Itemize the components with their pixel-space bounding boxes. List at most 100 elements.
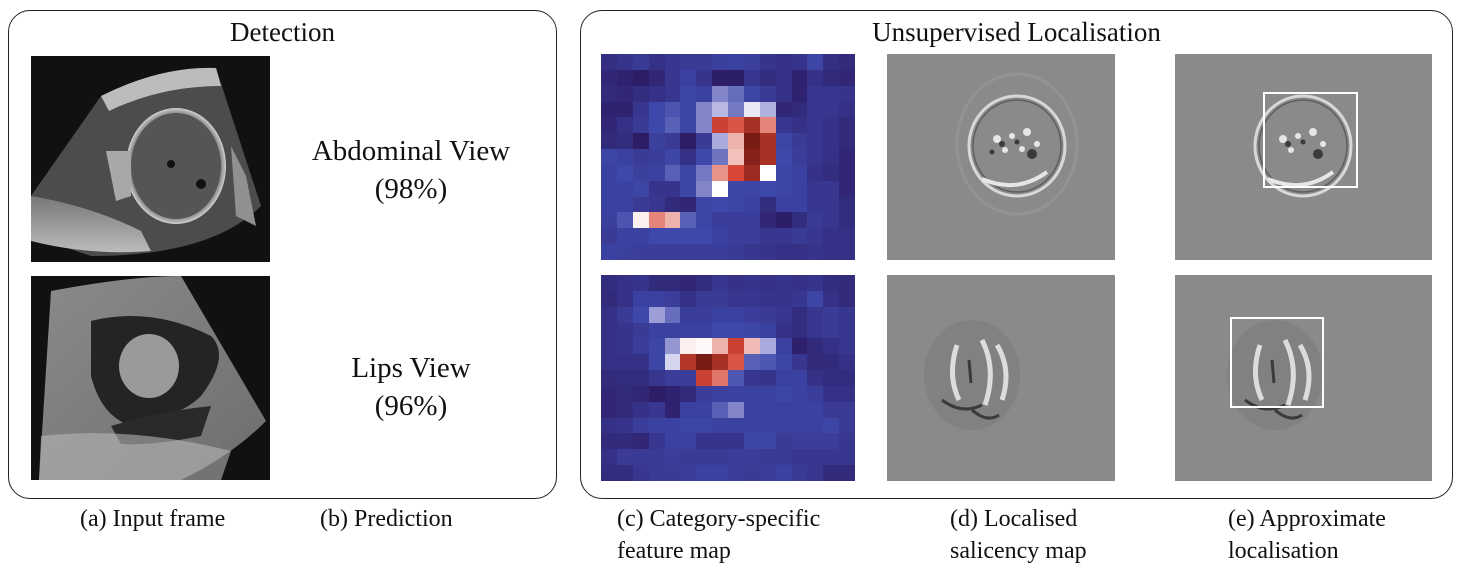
- heatmap-cell: [839, 69, 855, 86]
- heatmap-cell: [807, 244, 824, 260]
- heatmap-cell: [775, 212, 792, 229]
- heatmap-cell: [680, 370, 697, 386]
- heatmap-cell: [759, 196, 776, 213]
- heatmap-cell: [664, 354, 681, 371]
- heatmap-cell: [601, 228, 617, 245]
- heatmap-cell: [775, 275, 792, 291]
- heatmap-cell: [601, 385, 617, 402]
- heatmap-cell: [823, 228, 840, 245]
- heatmap-cell: [775, 322, 792, 339]
- heatmap-cell: [664, 180, 681, 197]
- heatmap-cell: [712, 322, 728, 339]
- heatmap-cell: [759, 290, 776, 307]
- heatmap-cell: [616, 433, 633, 450]
- heatmap-cell: [601, 322, 617, 339]
- heatmap-cell: [791, 149, 808, 165]
- heatmap-cell: [759, 417, 776, 434]
- heatmap-cell: [728, 149, 744, 165]
- heatmap-cell: [601, 417, 617, 434]
- heatmap-cell: [616, 465, 633, 481]
- heatmap-cell: [648, 101, 665, 118]
- heatmap-cell: [823, 117, 840, 134]
- heatmap-cell: [648, 449, 665, 466]
- heatmap-cell: [601, 69, 617, 86]
- heatmap-cell: [791, 290, 808, 307]
- heatmap-cell: [632, 164, 649, 181]
- heatmap-cell: [712, 401, 728, 418]
- heatmap-cell: [791, 85, 808, 102]
- heatmap-cell: [839, 449, 855, 466]
- heatmap-cell: [632, 196, 649, 213]
- heatmap-cell: [791, 54, 808, 70]
- heatmap-cell: [743, 180, 760, 197]
- heatmap-cell: [823, 449, 840, 466]
- heatmap-cell: [759, 54, 776, 70]
- heatmap-cell: [648, 164, 665, 181]
- heatmap-cell: [807, 465, 824, 481]
- heatmap-cell: [696, 196, 713, 213]
- heatmap-cell: [712, 354, 728, 371]
- heatmap-cell: [775, 164, 792, 181]
- heatmap-cell: [823, 133, 840, 150]
- heatmap-cell: [712, 290, 728, 307]
- heatmap-cell: [632, 149, 649, 165]
- heatmap-cell: [839, 133, 855, 150]
- heatmap-cell: [807, 370, 824, 386]
- caption-e: (e) Approximate localisation: [1228, 503, 1386, 567]
- heatmap-cell: [807, 401, 824, 418]
- heatmap-cell: [743, 244, 760, 260]
- heatmap-cell: [759, 85, 776, 102]
- heatmap-cell: [648, 244, 665, 260]
- caption-c-line1: (c) Category-specific: [617, 506, 821, 532]
- heatmap-cell: [775, 54, 792, 70]
- heatmap-cell: [632, 338, 649, 355]
- heatmap-cell: [632, 449, 649, 466]
- heatmap-cell: [601, 306, 617, 323]
- heatmap-cell: [616, 385, 633, 402]
- heatmap-cell: [791, 244, 808, 260]
- heatmap-cell: [696, 449, 713, 466]
- heatmap-cell: [728, 385, 744, 402]
- heatmap-cell: [775, 133, 792, 150]
- heatmap-cell: [839, 228, 855, 245]
- prediction-confidence: (96%): [374, 390, 448, 422]
- heatmap-cell: [696, 244, 713, 260]
- heatmap-cell: [712, 101, 728, 118]
- heatmap-cell: [791, 401, 808, 418]
- heatmap-cell: [648, 69, 665, 86]
- localisation-abdominal: [1175, 54, 1432, 260]
- heatmap-cell: [632, 69, 649, 86]
- heatmap-cell: [775, 149, 792, 165]
- heatmap-cell: [839, 306, 855, 323]
- heatmap-cell: [791, 354, 808, 371]
- heatmap-cell: [664, 54, 681, 70]
- heatmap-cell: [743, 385, 760, 402]
- heatmap-cell: [839, 212, 855, 229]
- heatmap-cell: [664, 133, 681, 150]
- heatmap-cell: [807, 306, 824, 323]
- heatmap-cell: [728, 133, 744, 150]
- heatmap-cell: [601, 149, 617, 165]
- heatmap-cell: [680, 275, 697, 291]
- heatmap-cell: [759, 275, 776, 291]
- heatmap-cell: [775, 306, 792, 323]
- heatmap-cell: [775, 370, 792, 386]
- heatmap-cell: [632, 117, 649, 134]
- heatmap-cell: [648, 275, 665, 291]
- heatmap-cell: [664, 401, 681, 418]
- heatmap-cell: [728, 275, 744, 291]
- heatmap-cell: [664, 290, 681, 307]
- heatmap-cell: [616, 338, 633, 355]
- heatmap-cell: [759, 338, 776, 355]
- heatmap-cell: [791, 117, 808, 134]
- heatmap-cell: [632, 101, 649, 118]
- heatmap-cell: [601, 117, 617, 134]
- heatmap-cell: [712, 212, 728, 229]
- heatmap-cell: [680, 465, 697, 481]
- heatmap-cell: [775, 465, 792, 481]
- heatmap-cell: [696, 85, 713, 102]
- heatmap-cell: [728, 69, 744, 86]
- heatmap-cell: [680, 164, 697, 181]
- heatmap-cell: [759, 149, 776, 165]
- heatmap-cell: [775, 290, 792, 307]
